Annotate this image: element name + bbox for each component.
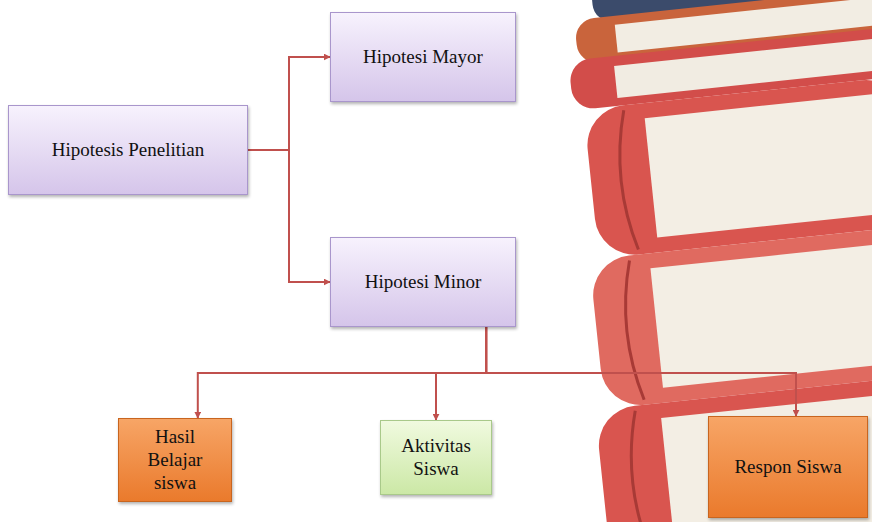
book-spine bbox=[589, 225, 872, 409]
book-pages bbox=[661, 389, 872, 522]
node-label: Aktivitas Siswa bbox=[389, 435, 483, 481]
node-label: Hipotesis Penelitian bbox=[52, 139, 205, 162]
book-pages bbox=[645, 91, 872, 238]
book-edge bbox=[625, 411, 650, 522]
connector-arrow bbox=[248, 57, 330, 150]
book-edge bbox=[620, 261, 645, 401]
node-label: Respon Siswa bbox=[734, 456, 841, 479]
root-box: Hipotesis Penelitian bbox=[8, 105, 248, 195]
hypothesis-box: Hipotesi Mayor bbox=[330, 12, 516, 102]
hypothesis-box: Hipotesi Minor bbox=[330, 237, 516, 327]
result-box: Hasil Belajar siswa bbox=[118, 418, 232, 502]
book-pages bbox=[650, 240, 872, 388]
connector-arrow bbox=[248, 150, 330, 282]
book-edge bbox=[614, 110, 639, 250]
node-label: Hipotesi Mayor bbox=[363, 46, 483, 69]
connector-arrow bbox=[486, 327, 796, 416]
connector-arrow bbox=[436, 327, 486, 420]
response-box: Respon Siswa bbox=[708, 416, 868, 518]
book-spine bbox=[595, 374, 872, 522]
book-spine bbox=[583, 76, 872, 259]
node-label: Hipotesi Minor bbox=[365, 271, 482, 294]
node-label: Hasil Belajar siswa bbox=[127, 426, 223, 494]
activity-box: Aktivitas Siswa bbox=[380, 420, 492, 495]
